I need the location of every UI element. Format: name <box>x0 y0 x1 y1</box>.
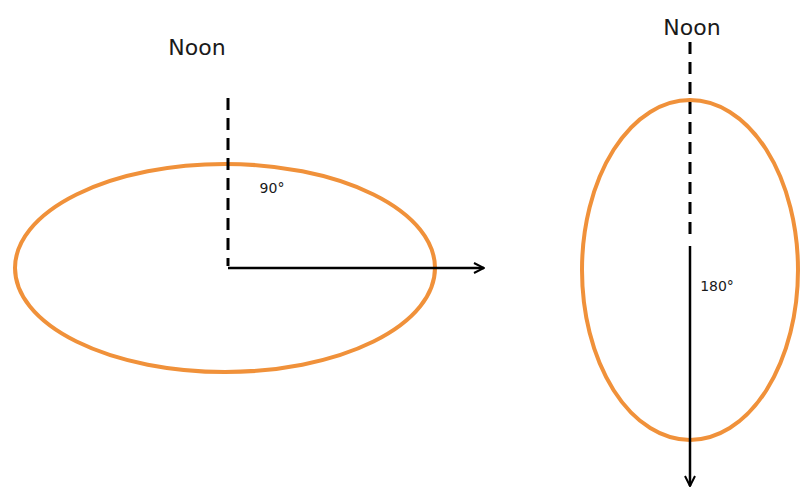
direction-arrow <box>689 246 692 486</box>
noon-label: Noon <box>663 17 720 39</box>
noon-label: Noon <box>168 37 225 59</box>
angle-label: 90° <box>260 181 285 195</box>
angle-label: 180° <box>700 279 734 293</box>
direction-arrow <box>228 267 484 270</box>
noon-dashed-line <box>689 42 692 242</box>
noon-dashed-line <box>227 98 230 266</box>
